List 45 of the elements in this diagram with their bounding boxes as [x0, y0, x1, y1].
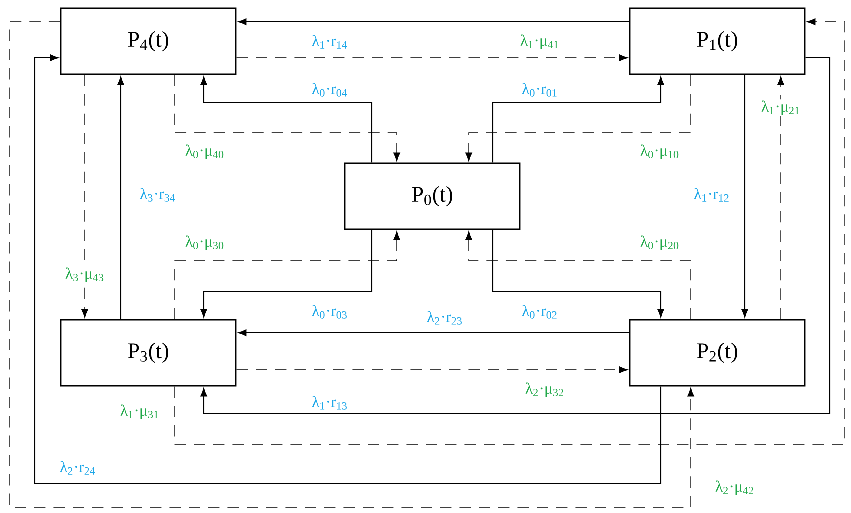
- state-box: P$_{0}$(t): [344, 162, 521, 230]
- arrow: [466, 74, 692, 162]
- edge-label: λ$_{2}$·r$_{23}$: [426, 310, 464, 326]
- arrow: [118, 76, 124, 320]
- arrow: [200, 57, 831, 415]
- edge-label: λ$_{2}$·μ$_{32}$: [524, 382, 566, 398]
- arrow: [82, 74, 88, 318]
- edge-label: λ$_{1}$·μ$_{21}$: [760, 100, 802, 116]
- state-box: P$_{1}$(t): [629, 8, 806, 76]
- arrow: [466, 231, 692, 320]
- arrow: [778, 76, 784, 320]
- arrow: [34, 54, 662, 485]
- edge-label: λ$_{3}$·r$_{34}$: [138, 186, 178, 204]
- arrow: [492, 230, 664, 318]
- edge-label: λ$_{2}$·μ$_{42}$: [714, 480, 756, 496]
- arrow: [742, 75, 748, 318]
- arrow: [174, 74, 400, 162]
- arrow: [174, 18, 846, 446]
- state-box: P$_{3}$(t): [60, 319, 237, 387]
- arrow: [236, 54, 628, 62]
- arrow: [236, 366, 628, 374]
- edge-label: λ$_{1}$·r$_{12}$: [692, 187, 732, 203]
- edge-label: λ$_{1}$·μ$_{41}$: [519, 34, 561, 50]
- edge-label: λ$_{0}$·μ$_{30}$: [184, 234, 226, 252]
- edge-label: λ$_{0}$·μ$_{10}$: [639, 144, 681, 160]
- edge-label: λ$_{2}$·r$_{24}$: [58, 460, 98, 476]
- edge-label: λ$_{0}$·r$_{01}$: [520, 82, 560, 98]
- state-box: P$_{2}$(t): [629, 319, 806, 387]
- edge-label: λ$_{0}$·μ$_{40}$: [184, 144, 226, 160]
- arrow: [238, 330, 630, 336]
- arrow: [10, 22, 694, 508]
- edge-label: λ$_{1}$·r$_{13}$: [310, 394, 350, 412]
- state-box: P$_{4}$(t): [60, 8, 237, 76]
- edge-label: λ$_{1}$·μ$_{31}$: [119, 404, 161, 420]
- arrow: [492, 76, 664, 163]
- edge-label: λ$_{0}$·r$_{04}$: [310, 82, 350, 98]
- arrow: [238, 18, 630, 26]
- arrow: [200, 76, 373, 163]
- edge-label: λ$_{0}$·μ$_{20}$: [639, 234, 681, 252]
- arrow: [200, 230, 373, 318]
- arrow: [174, 231, 400, 320]
- edge-label: λ$_{1}$·r$_{14}$: [310, 34, 350, 50]
- edge-label: λ$_{3}$·μ$_{43}$: [64, 266, 106, 284]
- edge-label: λ$_{0}$·r$_{02}$: [520, 304, 560, 320]
- edge-label: λ$_{0}$·r$_{03}$: [310, 304, 350, 320]
